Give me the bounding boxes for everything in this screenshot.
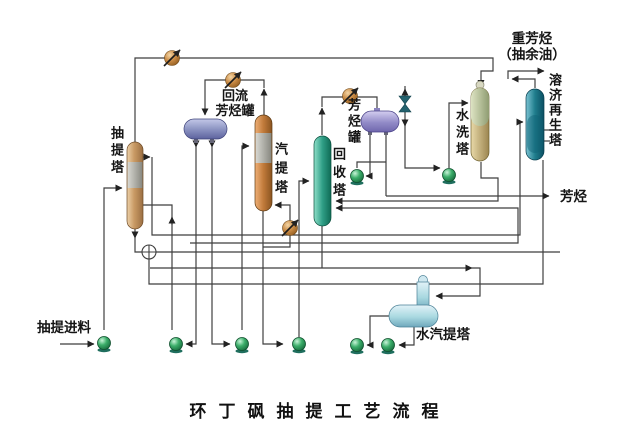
aromatics-drum [360,108,400,135]
pump-icons [97,168,456,355]
pipe-tower-return [142,204,173,330]
vertical-valve-icon [398,95,412,113]
valve-icon-2 [224,71,242,89]
pipe-reflux-to-stripper [241,142,250,330]
pipe-waterstripper-out1 [398,327,415,349]
pipe-sidedraw-to-regen [151,118,524,236]
pipe-regen-overhead [511,75,536,88]
valve-icon-1 [163,49,181,67]
label-reflux-drum-line2: 芳烃罐 [215,102,255,118]
label-heavy-aromatics: 重芳烃 （抽余油） [486,31,578,62]
label-reflux-drum: 回流 芳烃罐 [208,88,262,119]
label-feed: 抽提进料 [37,320,91,335]
pipe-solvent-recycle [148,160,544,285]
pipe-pump-to-recovery [298,177,310,337]
water-stripper [388,275,439,328]
pump-icon-6 [442,168,456,185]
pipe-wash-bottoms-return [335,162,499,205]
pump-icon-2 [169,337,183,354]
valve-icon-4 [341,87,359,105]
pipe-reflux-drum-out1b [185,147,197,348]
pipe-device-line [404,86,441,172]
label-heavy-aromatics-line2: （抽余油） [498,46,566,62]
label-wash-tower: 水洗塔 [453,108,469,159]
stripper-tower [254,114,273,212]
label-extraction-tower: 抽提塔 [108,126,124,177]
pipes [60,57,560,349]
pipe-washwater [448,99,469,168]
label-aromatics-product: 芳烃 [560,189,587,204]
label-regen-tower: 溶济再生塔 [546,73,562,148]
diagram-title: 环丁砜抽提工艺流程 [189,402,451,421]
pipe-bottoms-bus [134,238,560,253]
pipe-return-bus [190,204,519,244]
wash-tower [470,80,490,162]
pipe-reflux-drum-out2b [211,147,231,348]
pump-icon-4 [292,337,306,354]
pipe-heavy-aromatics-product [507,67,545,79]
pump-icon-5 [350,169,364,186]
feed-pump-icon [97,336,111,353]
pipe-to-water-stripper [435,267,481,300]
reflux-aromatics-drum [183,118,228,143]
pipe-feed-to-tower [103,184,123,330]
label-aromatics-drum: 芳烃罐 [345,98,361,146]
pump-icon-8 [381,338,395,355]
mixer-icon [141,244,157,260]
pipe-drum-to-pump [365,131,373,180]
label-stripper: 汽提塔 [272,142,288,199]
extraction-tower [126,141,144,230]
pipe-stripper-bottoms [262,211,284,348]
regen-tower [525,88,545,161]
label-heavy-aromatics-line1: 重芳烃 [511,31,553,46]
recovery-tower [313,135,332,227]
pipe-waterstripper-out2 [366,315,389,349]
pump-icon-3 [235,337,249,354]
label-reflux-drum-line1: 回流 [221,88,248,103]
pipe-pump5-discharge [356,161,386,168]
label-recovery-tower: 回收塔 [330,147,346,201]
pipe-extraction-overhead [134,57,494,142]
label-water-stripper: 水汽提塔 [416,327,470,342]
valve-icon-3 [281,219,299,237]
pump-icon-7 [350,338,364,355]
